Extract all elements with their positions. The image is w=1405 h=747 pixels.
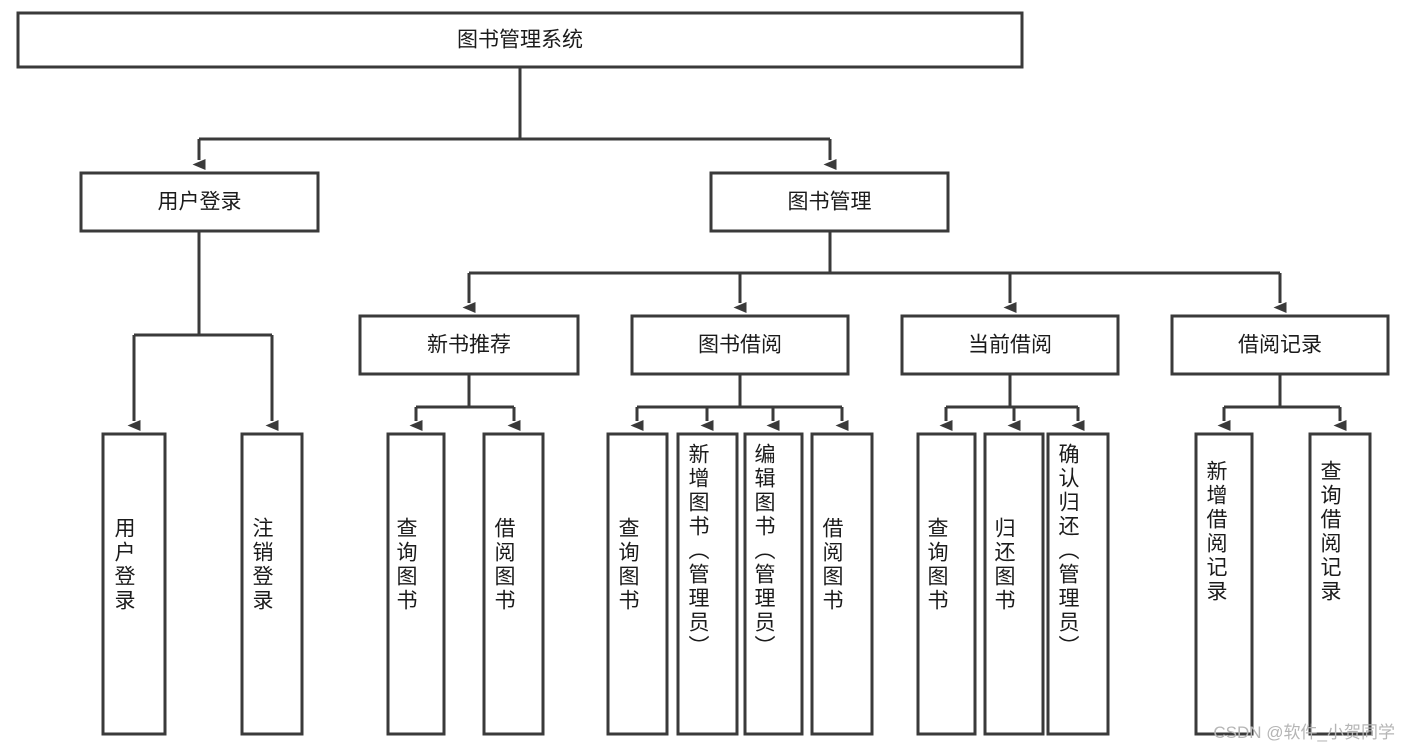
node-leaf-return-book-box[interactable] <box>983 432 1045 736</box>
node-book-borrow[interactable]: 图书借阅 <box>630 314 850 376</box>
node-leaf-query-book-1-box[interactable] <box>386 432 446 736</box>
node-leaf-query-record-box[interactable] <box>1308 432 1372 736</box>
node-root-box[interactable] <box>16 11 1024 69</box>
node-new-book-recommend-label: 新书推荐 <box>427 334 511 357</box>
node-book-borrow-box[interactable] <box>630 314 850 376</box>
node-borrow-record[interactable]: 借阅记录 <box>1170 314 1390 376</box>
node-leaf-user-logout-box[interactable] <box>240 432 304 736</box>
node-user-login-box[interactable] <box>79 171 320 233</box>
node-leaf-add-record-box[interactable] <box>1194 432 1254 736</box>
csdn-watermark: CSDN @软件_小贺同学 <box>1213 723 1395 742</box>
node-current-borrow[interactable]: 当前借阅 <box>900 314 1120 376</box>
node-leaf-borrow-book-1-box[interactable] <box>482 432 545 736</box>
node-book-manage-box[interactable] <box>709 171 950 233</box>
node-current-borrow-label: 当前借阅 <box>968 334 1052 357</box>
node-leaf-query-book-3-box[interactable] <box>916 432 977 736</box>
node-root-label: 图书管理系统 <box>457 29 583 52</box>
node-leaf-user-login-box[interactable] <box>101 432 167 736</box>
leaf-boxes-group <box>101 432 1372 736</box>
node-new-book-recommend-box[interactable] <box>358 314 580 376</box>
node-borrow-record-box[interactable] <box>1170 314 1390 376</box>
node-current-borrow-box[interactable] <box>900 314 1120 376</box>
node-leaf-query-book-2-box[interactable] <box>606 432 669 736</box>
node-new-book-recommend[interactable]: 新书推荐 <box>358 314 580 376</box>
node-leaf-borrow-book-2-box[interactable] <box>810 432 874 736</box>
node-leaf-confirm-return-box[interactable] <box>1046 432 1110 736</box>
node-book-manage-label: 图书管理 <box>788 191 872 214</box>
node-leaf-add-book-box[interactable] <box>676 432 739 736</box>
node-user-login[interactable]: 用户登录 <box>79 171 320 233</box>
node-borrow-record-label: 借阅记录 <box>1238 334 1322 357</box>
node-leaf-edit-book-box[interactable] <box>743 432 804 736</box>
node-root[interactable]: 图书管理系统 <box>16 11 1024 69</box>
node-book-borrow-label: 图书借阅 <box>698 334 782 357</box>
node-user-login-label: 用户登录 <box>158 191 242 214</box>
connectors-group <box>127 67 1347 431</box>
node-book-manage[interactable]: 图书管理 <box>709 171 950 233</box>
